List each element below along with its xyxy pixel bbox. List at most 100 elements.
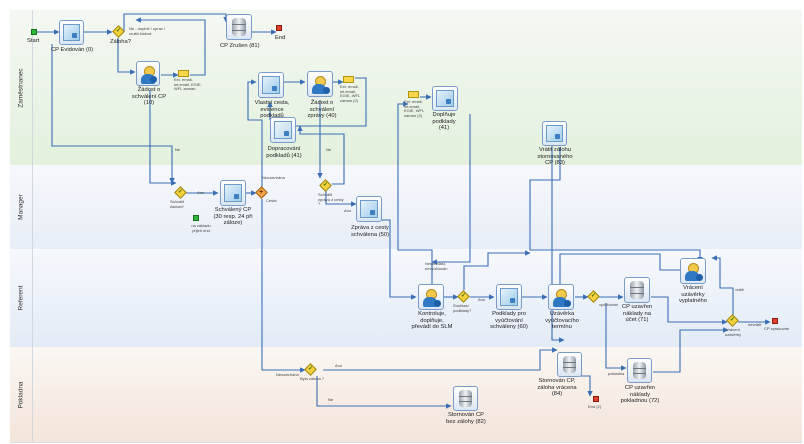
schvalit-zadost-label: Schválit žádost? [170, 199, 185, 209]
email-3-label: Ext. email, int.email, EGIE, WFL zaman (… [404, 99, 425, 118]
podklady-vyuctovani-label: Podklady pro vyúčtování schváleny (60) [490, 311, 528, 331]
cp-zrusen-store[interactable] [226, 14, 252, 40]
flow-byla-bez [316, 376, 452, 409]
zprava-schvalena-label: Zpráva z cesty schválena (50) [350, 225, 390, 238]
lane-header: Referent [10, 249, 33, 347]
cesta-label: Cesta [266, 198, 277, 203]
edge-label-nesouhlasi: Nesouhlasí, nevyúčtován [425, 261, 448, 271]
end-top-label: End [275, 35, 286, 41]
flow-souhlasi-back [463, 250, 531, 290]
intermediate-event[interactable] [193, 215, 199, 221]
vratit-zalohu-label: Vrátit zálohu stornovaného CP (83) [537, 147, 573, 167]
email-1-label: Ext. email, int.email, EGIE, WFL zaman [174, 77, 202, 92]
cp-uzavren-pokladnou-label: CP uzavřen náklady pokladnou (72) [620, 385, 660, 405]
podklady-vyuctovani-task[interactable] [496, 284, 522, 310]
vraceni-uzaverky-q-label: Vrácení uzávěrky [724, 327, 741, 337]
schvaleny-cp-task[interactable] [220, 180, 246, 206]
schvalit-zpravu-label: Schválit zprávu z cesty ? [318, 192, 344, 207]
lane-header: Zaměstnanec [10, 10, 33, 165]
lane-zamestnanec: Zaměstnanec [10, 10, 802, 166]
end-2-event[interactable] [593, 396, 599, 402]
cp-uzavren-ucet-store[interactable] [624, 277, 650, 303]
edge-label-ano-1: Ano [197, 190, 205, 195]
dopracovani-podkladu-label: Dopracování podkladů (41) [266, 146, 302, 159]
edge-label-ano-4: Ano [335, 363, 343, 368]
doplnuje-podklady-label: Doplňuje podklady (41) [432, 112, 456, 132]
vyuctovani-label: vyúčtování [599, 302, 619, 307]
lane-header: Pokladna [10, 347, 33, 442]
flow-pokl-vraceni [653, 327, 729, 373]
edge-label-ne-zadost: Ne - doplnit / oprav / zrušit žádost [129, 26, 166, 36]
lane-pokladna: Pokladna [10, 347, 802, 443]
zadost-schvaleni-cp-label: Žádost o schválení CP (10) [131, 87, 167, 107]
vlastni-cesta-label: Vlastní cesta, evidence podkladů [254, 100, 290, 119]
byla-zaloha-label: Byla záloha ? [300, 376, 325, 381]
vraceni-uzaverky-label: Vrácení uzávěrky vyplatného [678, 285, 708, 305]
flow-zaloha-zadost [117, 38, 136, 75]
zadost-schvaleni-cp-task[interactable] [136, 61, 160, 86]
email-1-icon [178, 70, 189, 77]
flow-vraceni-back [711, 255, 734, 316]
flow-schvalzpr-zprava [325, 190, 357, 207]
email-3-icon [408, 91, 419, 98]
cp-evidovan-task[interactable] [59, 20, 84, 45]
flow-zadost-schvalit [149, 90, 177, 186]
flow-email2-loop [269, 77, 367, 129]
edge-label-nevratit: nevrátit [748, 322, 762, 327]
edge-label-ano-3: Ano [478, 297, 486, 302]
flow-vyplatne-back [557, 253, 680, 311]
end-top-event[interactable] [276, 25, 282, 31]
edge-label-neuzavirano-2: Neuzavírána [276, 372, 299, 377]
na-zadost-label: na základu přijetí end [191, 223, 211, 233]
stornovan-bez-zalohy-label: Stornován CP bez zálohy (82) [446, 412, 486, 425]
vratit-zalohu-task[interactable] [542, 121, 567, 146]
edge-label-ne-1: Ne [175, 147, 181, 152]
cp-evidovan-label: CP Evidován (0) [51, 47, 94, 53]
schvaleny-cp-label: Schválený CP (30 resp. 24 při záloze) [213, 207, 253, 227]
edge-label-pokladna: pokladna [608, 371, 625, 376]
edge-label-ne-3: Ne [328, 397, 334, 402]
cp-zpracovan-end[interactable] [772, 318, 778, 324]
cp-uzavren-ucet-label: CP uzavřen náklady na účet (71) [621, 304, 653, 324]
vlastni-cesta-task[interactable] [258, 72, 284, 98]
flow-dopl-down [431, 114, 471, 265]
end-2-label: End (2) [588, 404, 602, 409]
stornovan-bez-zalohy-store[interactable] [453, 386, 478, 411]
flow-vyuct-pokl [605, 303, 627, 371]
flow-schvalzpr-back [297, 125, 345, 185]
cp-uzavren-pokladnou-store[interactable] [627, 358, 652, 383]
flow-ucet-vraceni [651, 296, 728, 325]
start-label: Start [27, 38, 40, 44]
start-event[interactable] [31, 29, 37, 35]
edge-label-vratit: vrátit [735, 287, 744, 292]
zadost-schvaleni-zpravy-task[interactable] [307, 71, 333, 97]
uzaverka-terminu-task[interactable] [548, 284, 574, 310]
email-2-icon [343, 76, 354, 83]
zadost-schvaleni-zpravy-label: Žádost o schválení zprávy (40) [307, 100, 337, 120]
stornovan-vracena-label: Stornován CP, záloha vrácena (84) [537, 378, 577, 398]
zprava-schvalena-task[interactable] [356, 196, 382, 222]
flow-vratit-storno [551, 140, 565, 343]
uzaverka-terminu-label: Uzávěrka vyúčtovacího termínu [545, 311, 579, 331]
souhlasi-podklady-label: Souhlasí podklady? [453, 303, 472, 313]
flow-byla-storno [323, 347, 558, 371]
flow-evidovan-down [51, 44, 175, 184]
cp-zpracovan-label: CP zpracován [764, 326, 790, 331]
kontroluje-doplnuje-task[interactable] [418, 284, 444, 310]
lane-manager: Manager [10, 165, 802, 250]
kontroluje-doplnuje-label: Kontroluje, doplňuje, převádí do SLM [411, 311, 453, 331]
flow-cesta-byla [261, 199, 306, 373]
email-2-label: Ext. email, int.email, EGIE, WFL zaman (… [340, 84, 361, 103]
dopracovani-podkladu-task[interactable] [270, 117, 296, 143]
flow-cesta-up [247, 79, 263, 187]
lane-referent: Referent [10, 249, 802, 348]
doplnuje-podklady-task[interactable] [432, 86, 458, 111]
zaloha-label: Záloha? [110, 39, 131, 45]
flow-kontrol-email3 [397, 101, 433, 286]
vraceni-uzaverky-task[interactable] [680, 258, 706, 284]
stornovan-vracena-store[interactable] [557, 352, 582, 377]
edge-label-ne-2: Ne [326, 147, 332, 152]
lane-header: Manager [10, 165, 33, 249]
